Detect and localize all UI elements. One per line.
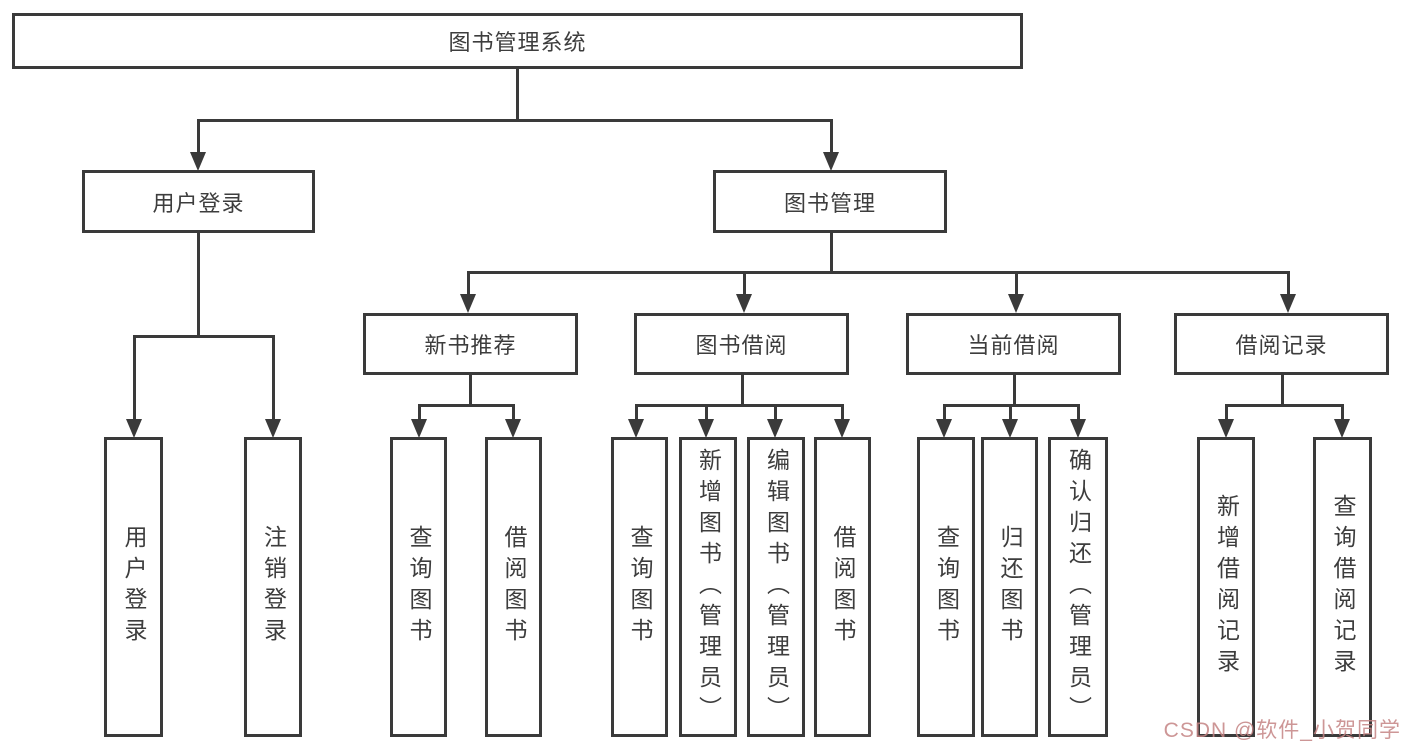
node-new-book-recommend-label: 新书推荐 <box>424 333 517 358</box>
leaf-query-books-recommend: 查询图书 <box>390 437 447 737</box>
leaf-add-borrow-record: 新增借阅记录 <box>1197 437 1255 737</box>
leaf-borrow-books-recommend: 借阅图书 <box>485 437 542 737</box>
leaf-confirm-return-admin-label: 确认归还（管理员） <box>1065 447 1092 727</box>
connector-arrowhead <box>834 419 850 438</box>
connector-line <box>704 405 708 422</box>
connector-arrowhead <box>736 294 752 313</box>
connector-line <box>271 336 275 422</box>
connector-line <box>1286 272 1290 297</box>
connector-line <box>511 405 515 422</box>
connector-arrowhead <box>1280 294 1296 313</box>
connector-arrowhead <box>1008 294 1024 313</box>
leaf-borrow-books-recommend-label: 借阅图书 <box>501 525 527 649</box>
connector-line <box>417 403 515 407</box>
connector-line <box>829 120 833 155</box>
connector-line <box>634 403 844 407</box>
connector-line <box>196 118 833 122</box>
connector-line <box>417 405 421 422</box>
leaf-query-books-borrow-label: 查询图书 <box>627 525 653 649</box>
leaf-edit-books-admin-label: 编辑图书（管理员） <box>763 447 790 727</box>
leaf-query-books-borrow: 查询图书 <box>611 437 668 737</box>
connector-arrowhead <box>1334 419 1350 438</box>
connector-line <box>1012 375 1016 407</box>
leaf-query-borrow-record: 查询借阅记录 <box>1313 437 1372 737</box>
connector-arrowhead <box>936 419 952 438</box>
connector-line <box>742 272 746 297</box>
node-book-management-label: 图书管理 <box>783 190 876 216</box>
connector-line <box>1340 405 1344 422</box>
connector-line <box>840 405 844 422</box>
node-user-login: 用户登录 <box>82 170 315 233</box>
node-user-login-label: 用户登录 <box>152 190 245 216</box>
connector-line <box>132 334 275 338</box>
node-current-borrow-label: 当前借阅 <box>967 333 1060 358</box>
connector-arrowhead <box>1218 419 1234 438</box>
connector-arrowhead <box>628 419 644 438</box>
node-book-borrow: 图书借阅 <box>634 313 849 375</box>
leaf-add-borrow-record-label: 新增借阅记录 <box>1213 494 1240 680</box>
connector-line <box>740 375 744 407</box>
node-library-system-label: 图书管理系统 <box>448 30 587 55</box>
connector-line <box>466 272 470 297</box>
connector-arrowhead <box>190 152 206 171</box>
node-book-borrow-label: 图书借阅 <box>695 333 788 358</box>
connector-arrowhead <box>460 294 476 313</box>
connector-line <box>196 233 200 338</box>
connector-line <box>132 336 136 422</box>
leaf-logout: 注销登录 <box>244 437 302 737</box>
node-library-system: 图书管理系统 <box>12 13 1023 69</box>
connector-arrowhead <box>411 419 427 438</box>
connector-line <box>1014 272 1018 297</box>
connector-arrowhead <box>823 152 839 171</box>
leaf-borrow-books: 借阅图书 <box>814 437 871 737</box>
connector-line <box>196 120 200 155</box>
connector-line <box>942 405 946 422</box>
leaf-confirm-return-admin: 确认归还（管理员） <box>1048 437 1108 737</box>
connector-arrowhead <box>1002 419 1018 438</box>
connector-line <box>773 405 777 422</box>
leaf-edit-books-admin: 编辑图书（管理员） <box>747 437 805 737</box>
connector-arrowhead <box>1070 419 1086 438</box>
connector-arrowhead <box>505 419 521 438</box>
connector-line <box>466 270 1290 274</box>
leaf-query-books-current-label: 查询图书 <box>933 525 960 649</box>
connector-line <box>515 69 519 121</box>
connector-line <box>1224 405 1228 422</box>
leaf-borrow-books-label: 借阅图书 <box>830 525 856 649</box>
connector-arrowhead <box>265 419 281 438</box>
node-borrow-records-label: 借阅记录 <box>1235 333 1328 358</box>
leaf-add-books-admin-label: 新增图书（管理员） <box>695 447 722 727</box>
leaf-user-login-label: 用户登录 <box>121 525 147 649</box>
connector-line <box>1076 405 1080 422</box>
leaf-add-books-admin: 新增图书（管理员） <box>679 437 737 737</box>
leaf-logout-label: 注销登录 <box>260 525 287 649</box>
csdn-watermark: CSDN @软件_小贺同学 <box>1163 719 1401 742</box>
connector-line <box>1224 403 1344 407</box>
connector-line <box>468 375 472 407</box>
leaf-return-books-label: 归还图书 <box>997 525 1023 649</box>
node-borrow-records: 借阅记录 <box>1174 313 1389 375</box>
node-book-management: 图书管理 <box>713 170 947 233</box>
connector-arrowhead <box>126 419 142 438</box>
connector-arrowhead <box>767 419 783 438</box>
connector-line <box>1280 375 1284 407</box>
leaf-user-login: 用户登录 <box>104 437 163 737</box>
leaf-query-borrow-record-label: 查询借阅记录 <box>1330 494 1356 680</box>
leaf-return-books: 归还图书 <box>981 437 1038 737</box>
connector-line <box>1008 405 1012 422</box>
node-current-borrow: 当前借阅 <box>906 313 1121 375</box>
leaf-query-books-recommend-label: 查询图书 <box>406 525 432 649</box>
connector-line <box>634 405 638 422</box>
connector-arrowhead <box>698 419 714 438</box>
node-new-book-recommend: 新书推荐 <box>363 313 578 375</box>
leaf-query-books-current: 查询图书 <box>917 437 975 737</box>
connector-line <box>829 233 833 274</box>
